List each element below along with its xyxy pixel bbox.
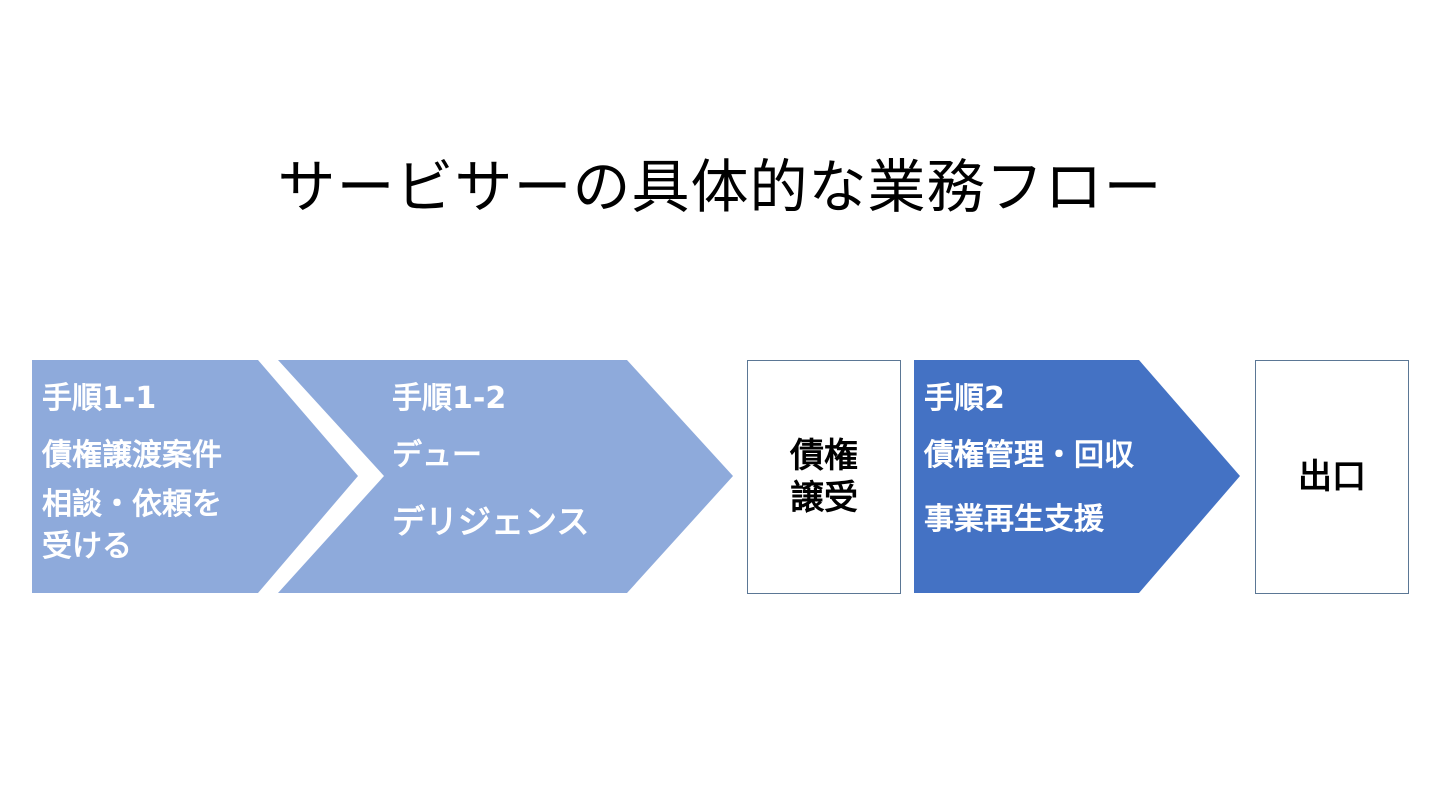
step-1-2-chevron — [278, 360, 733, 593]
step-1-1-chevron — [32, 360, 358, 593]
step-1-2-heading: 手順1-2 — [392, 381, 507, 416]
transfer-box-label: 債権 譲受 — [790, 435, 858, 520]
step-2-line-2: 事業再生支援 — [924, 502, 1104, 537]
exit-box: 出口 — [1255, 360, 1409, 594]
step-1-2-line-1: デュー — [392, 438, 482, 473]
step-1-1-heading: 手順1-1 — [42, 381, 157, 416]
transfer-box-line-2: 譲受 — [790, 478, 858, 518]
page-title: サービサーの具体的な業務フロー — [277, 153, 1163, 221]
step-1-2-line-2: デリジェンス — [392, 502, 590, 541]
step-2-chevron — [914, 360, 1240, 593]
step-1-1-line-3: 受ける — [42, 529, 132, 564]
step-1-1-line-1: 債権譲渡案件 — [42, 438, 222, 473]
step-2-line-1: 債権管理・回収 — [924, 438, 1134, 473]
step-1-1-line-2: 相談・依頼を — [42, 487, 222, 522]
transfer-box-line-1: 債権 — [790, 435, 858, 476]
exit-box-label: 出口 — [1298, 456, 1366, 497]
transfer-box: 債権 譲受 — [747, 360, 901, 594]
step-2-heading: 手順2 — [924, 381, 1005, 416]
